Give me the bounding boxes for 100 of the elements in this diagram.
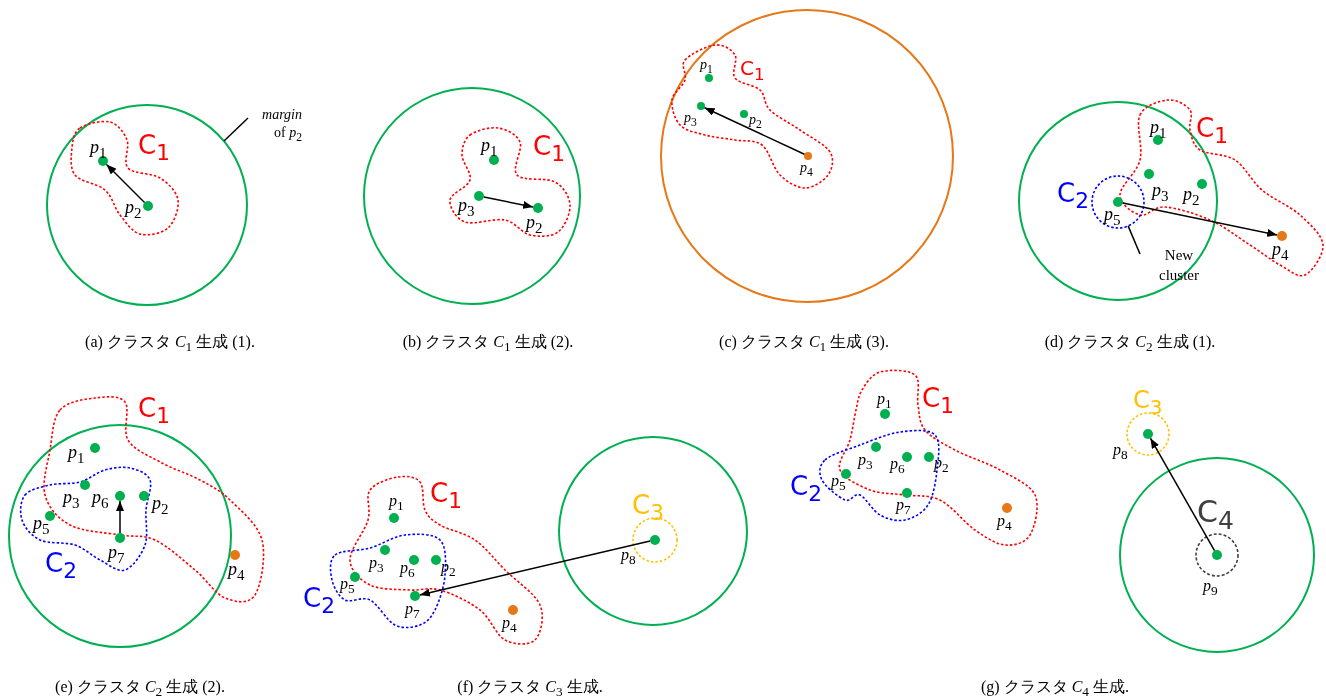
- point-marker: [431, 555, 441, 565]
- point-marker: [1002, 503, 1012, 513]
- caption: (a) クラスタ C$_{1}$ 生成 (1).: [85, 332, 255, 356]
- cluster-label: C$_{2}$: [45, 550, 77, 582]
- point-marker: [115, 533, 125, 543]
- point-marker: [1113, 197, 1123, 207]
- caption: (f) クラスタ C$_{3}$ 生成.: [457, 677, 603, 700]
- point-label: p$_{4}$: [800, 161, 813, 179]
- cluster-label: C$_{2}$: [790, 473, 822, 505]
- point-marker: [143, 201, 153, 211]
- caption: (e) クラスタ C$_{2}$ 生成 (2).: [55, 677, 225, 700]
- point-marker: [90, 443, 100, 453]
- point-marker: [230, 550, 240, 560]
- cluster-label: C$_{1}$: [533, 133, 565, 165]
- point-marker: [697, 102, 705, 110]
- point-marker: [350, 572, 360, 582]
- point-marker: [489, 155, 499, 165]
- cluster-label: C$_{2}$: [1057, 180, 1089, 212]
- cluster-label: C$_{1}$: [430, 480, 462, 512]
- point-marker: [1197, 179, 1207, 189]
- point-label: p$_{4}$: [228, 560, 245, 583]
- point-marker: [924, 452, 934, 462]
- point-label: p$_{4}$: [1272, 240, 1289, 263]
- point-label: p$_{5}$: [1104, 205, 1121, 228]
- point-marker: [1212, 550, 1222, 560]
- arrow: [116, 500, 124, 534]
- point-marker: [880, 409, 890, 419]
- point-marker: [740, 110, 748, 118]
- point-label: p$_{6}$: [890, 456, 905, 476]
- point-label: p$_{1}$: [90, 138, 107, 161]
- point-marker: [902, 452, 912, 462]
- point-marker: [139, 491, 149, 501]
- caption: (c) クラスタ C$_{1}$ 生成 (3).: [719, 332, 889, 356]
- point-label: p$_{5}$: [340, 576, 355, 596]
- point-label: p$_{5}$: [831, 473, 846, 493]
- point-label: p$_{3}$: [458, 196, 475, 219]
- point-marker: [1277, 231, 1287, 241]
- point-label: p$_{9}$: [1203, 578, 1218, 598]
- arrow: [483, 196, 534, 209]
- point-marker: [98, 156, 108, 166]
- arrow: [1122, 202, 1278, 237]
- point-marker: [380, 545, 390, 555]
- cluster-label: C$_{3}$: [632, 492, 664, 524]
- point-marker: [1144, 169, 1154, 179]
- point-label: p$_{8}$: [1113, 442, 1128, 462]
- caption: (b) クラスタ C$_{1}$ 生成 (2).: [402, 332, 574, 356]
- point-label: p$_{3}$: [684, 111, 697, 129]
- point-marker: [1143, 429, 1153, 439]
- point-marker: [650, 535, 660, 545]
- point-label: p$_{3}$: [369, 555, 384, 575]
- cluster-label: C$_{4}$: [1197, 497, 1234, 533]
- caption: (d) クラスタ C$_{2}$ 生成 (1).: [1044, 332, 1216, 356]
- point-marker: [115, 491, 125, 501]
- point-label: p$_{3}$: [63, 488, 80, 511]
- point-marker: [871, 442, 881, 452]
- point-marker: [804, 152, 812, 160]
- point-label: p$_{4}$: [997, 513, 1012, 533]
- point-marker: [45, 511, 55, 521]
- leader-line: [1127, 225, 1141, 255]
- point-marker: [508, 605, 518, 615]
- point-marker: [80, 480, 90, 490]
- point-label: p$_{8}$: [621, 547, 636, 567]
- cluster-label: C$_{1}$: [138, 132, 170, 164]
- point-label: p$_{2}$: [441, 559, 456, 579]
- point-label: p$_{1}$: [68, 443, 85, 466]
- cluster-label: C$_{1}$: [138, 395, 170, 427]
- point-label: p$_{3}$: [858, 452, 873, 472]
- point-label: p$_{2}$: [934, 455, 949, 475]
- point-label: p$_{7}$: [896, 497, 911, 517]
- point-label: p$_{2}$: [526, 213, 543, 236]
- point-marker: [902, 488, 912, 498]
- point-marker: [705, 74, 713, 82]
- point-marker: [409, 555, 419, 565]
- arrow: [703, 106, 806, 156]
- point-label: p$_{2}$: [152, 494, 169, 517]
- cluster-label: C$_{1}$: [922, 385, 954, 417]
- point-marker: [533, 203, 543, 213]
- point-label: p$_{1}$: [1150, 118, 1167, 141]
- cluster-label: C$_{1}$: [1196, 115, 1228, 147]
- cluster-label: C$_{3}$: [1133, 388, 1163, 417]
- point-marker: [474, 191, 484, 201]
- point-label: p$_{2}$: [749, 113, 762, 131]
- point-label: p$_{5}$: [33, 514, 50, 537]
- cluster-label: C$_{2}$: [303, 585, 335, 617]
- cluster-outline: [1090, 174, 1146, 230]
- point-marker: [410, 591, 420, 601]
- point-label: p$_{7}$: [108, 543, 125, 566]
- point-marker: [841, 469, 851, 479]
- cluster-label: C$_{1}$: [740, 58, 765, 84]
- point-label: p$_{1}$: [877, 391, 892, 411]
- arrow: [105, 163, 146, 204]
- point-marker: [389, 513, 399, 523]
- point-label: p$_{1}$: [481, 136, 498, 159]
- leader-line: [223, 117, 249, 142]
- annotation-text: margin of p$_{2}$: [250, 106, 302, 146]
- point-label: p$_{3}$: [1152, 181, 1169, 204]
- point-label: p$_{2}$: [1183, 185, 1200, 208]
- point-label: p$_{4}$: [502, 615, 517, 635]
- caption: (g) クラスタ C$_{4}$ 生成.: [981, 677, 1129, 700]
- point-label: p$_{6}$: [92, 488, 109, 511]
